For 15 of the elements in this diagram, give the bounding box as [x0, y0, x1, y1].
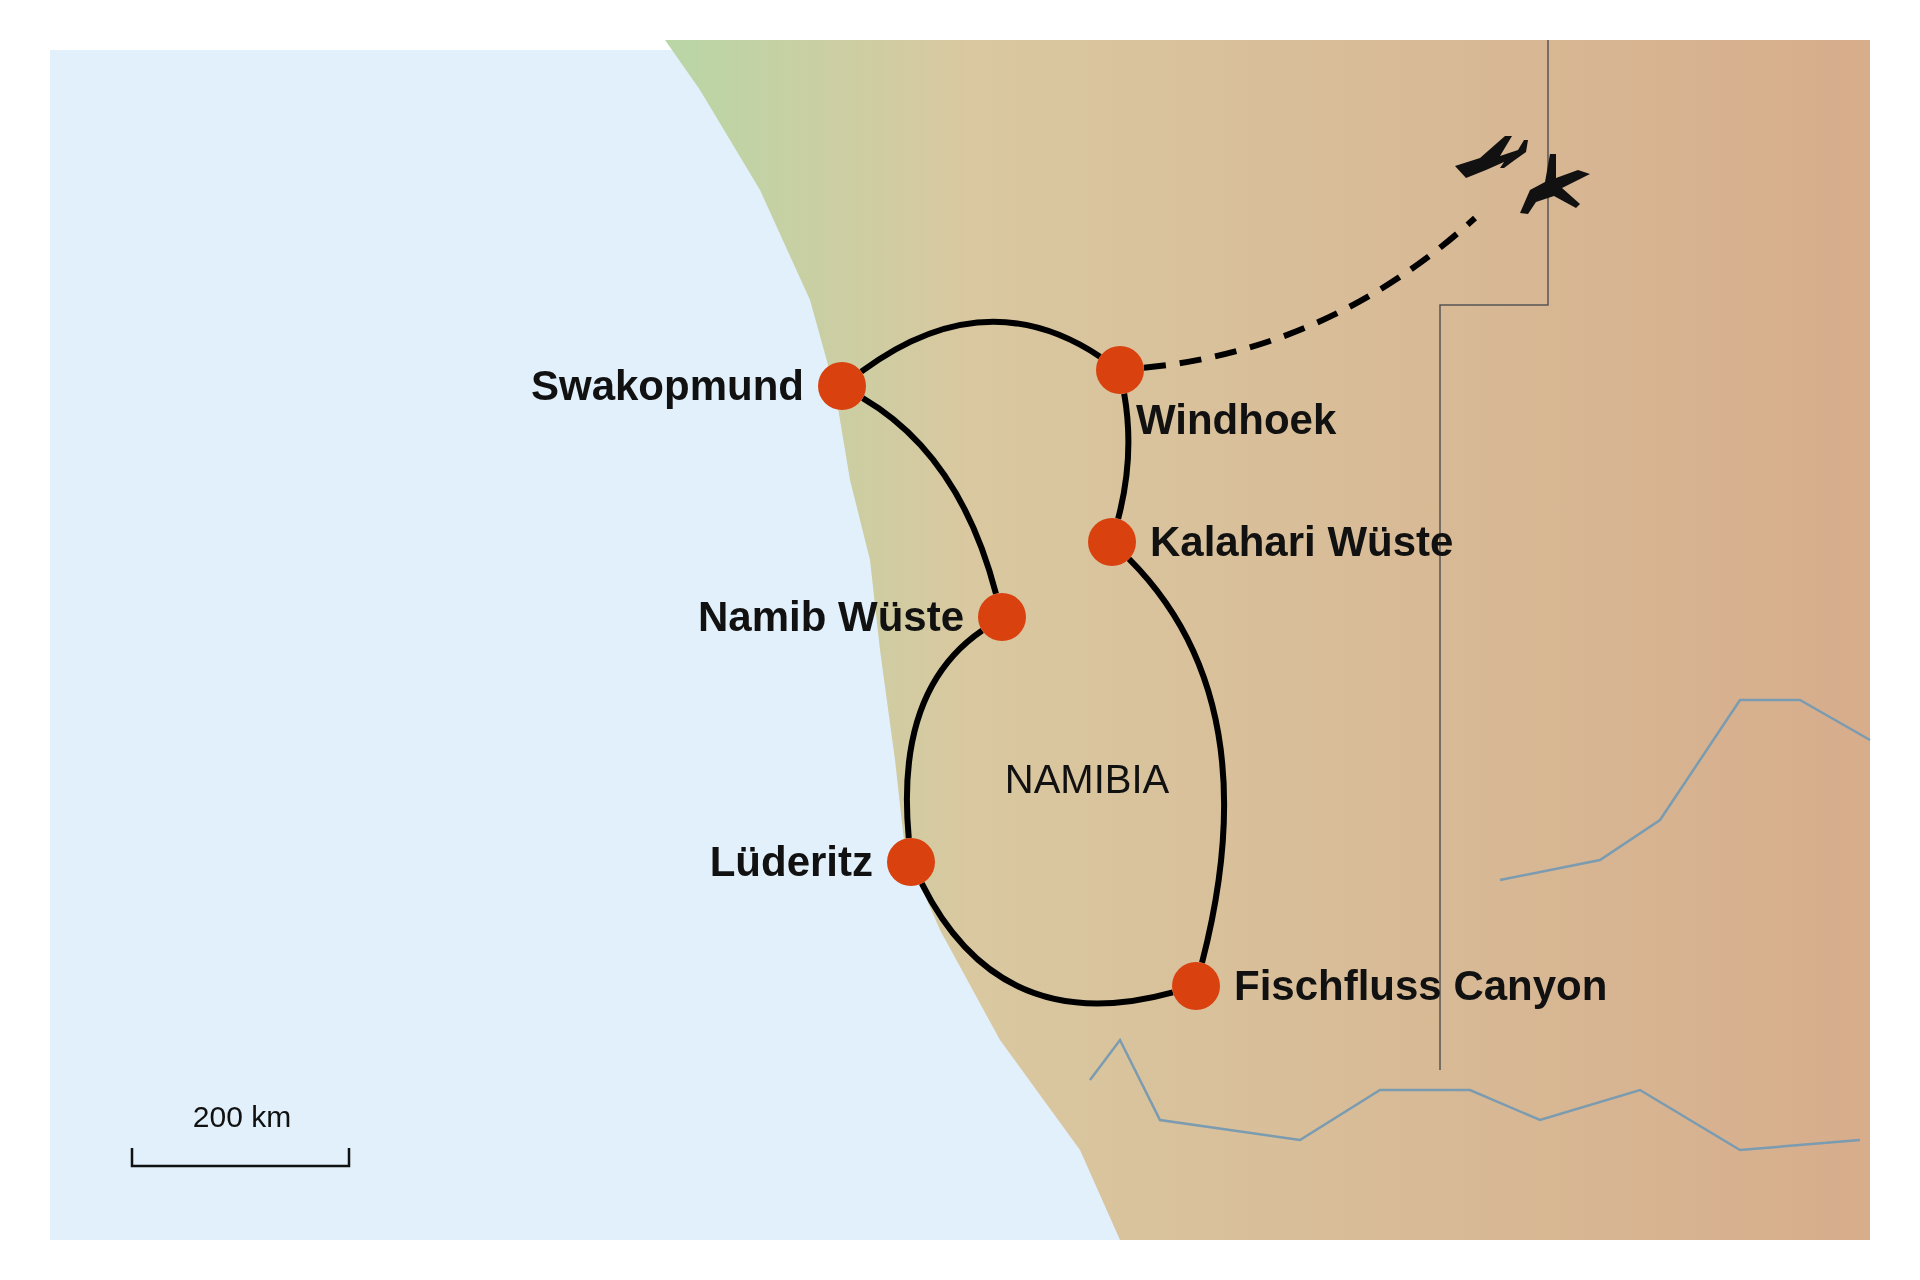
route-line — [919, 882, 1174, 1007]
city-label: Fischfluss Canyon — [1234, 962, 1608, 1010]
city-label: Swakopmund — [530, 362, 804, 410]
flight-route — [1143, 215, 1477, 371]
country-name: NAMIBIA — [1004, 756, 1170, 802]
city-label: Namib Wüste — [697, 593, 964, 641]
city-label: Kalahari Wüste — [1150, 518, 1454, 566]
route-line — [1115, 393, 1132, 520]
city-label: Windhoek — [1136, 396, 1337, 444]
scale-label: 200 km — [192, 1100, 292, 1134]
route-line — [904, 628, 984, 839]
route-line — [859, 319, 1102, 375]
route-line — [1126, 556, 1228, 964]
route-line — [861, 395, 999, 595]
city-label: Lüderitz — [709, 838, 873, 886]
